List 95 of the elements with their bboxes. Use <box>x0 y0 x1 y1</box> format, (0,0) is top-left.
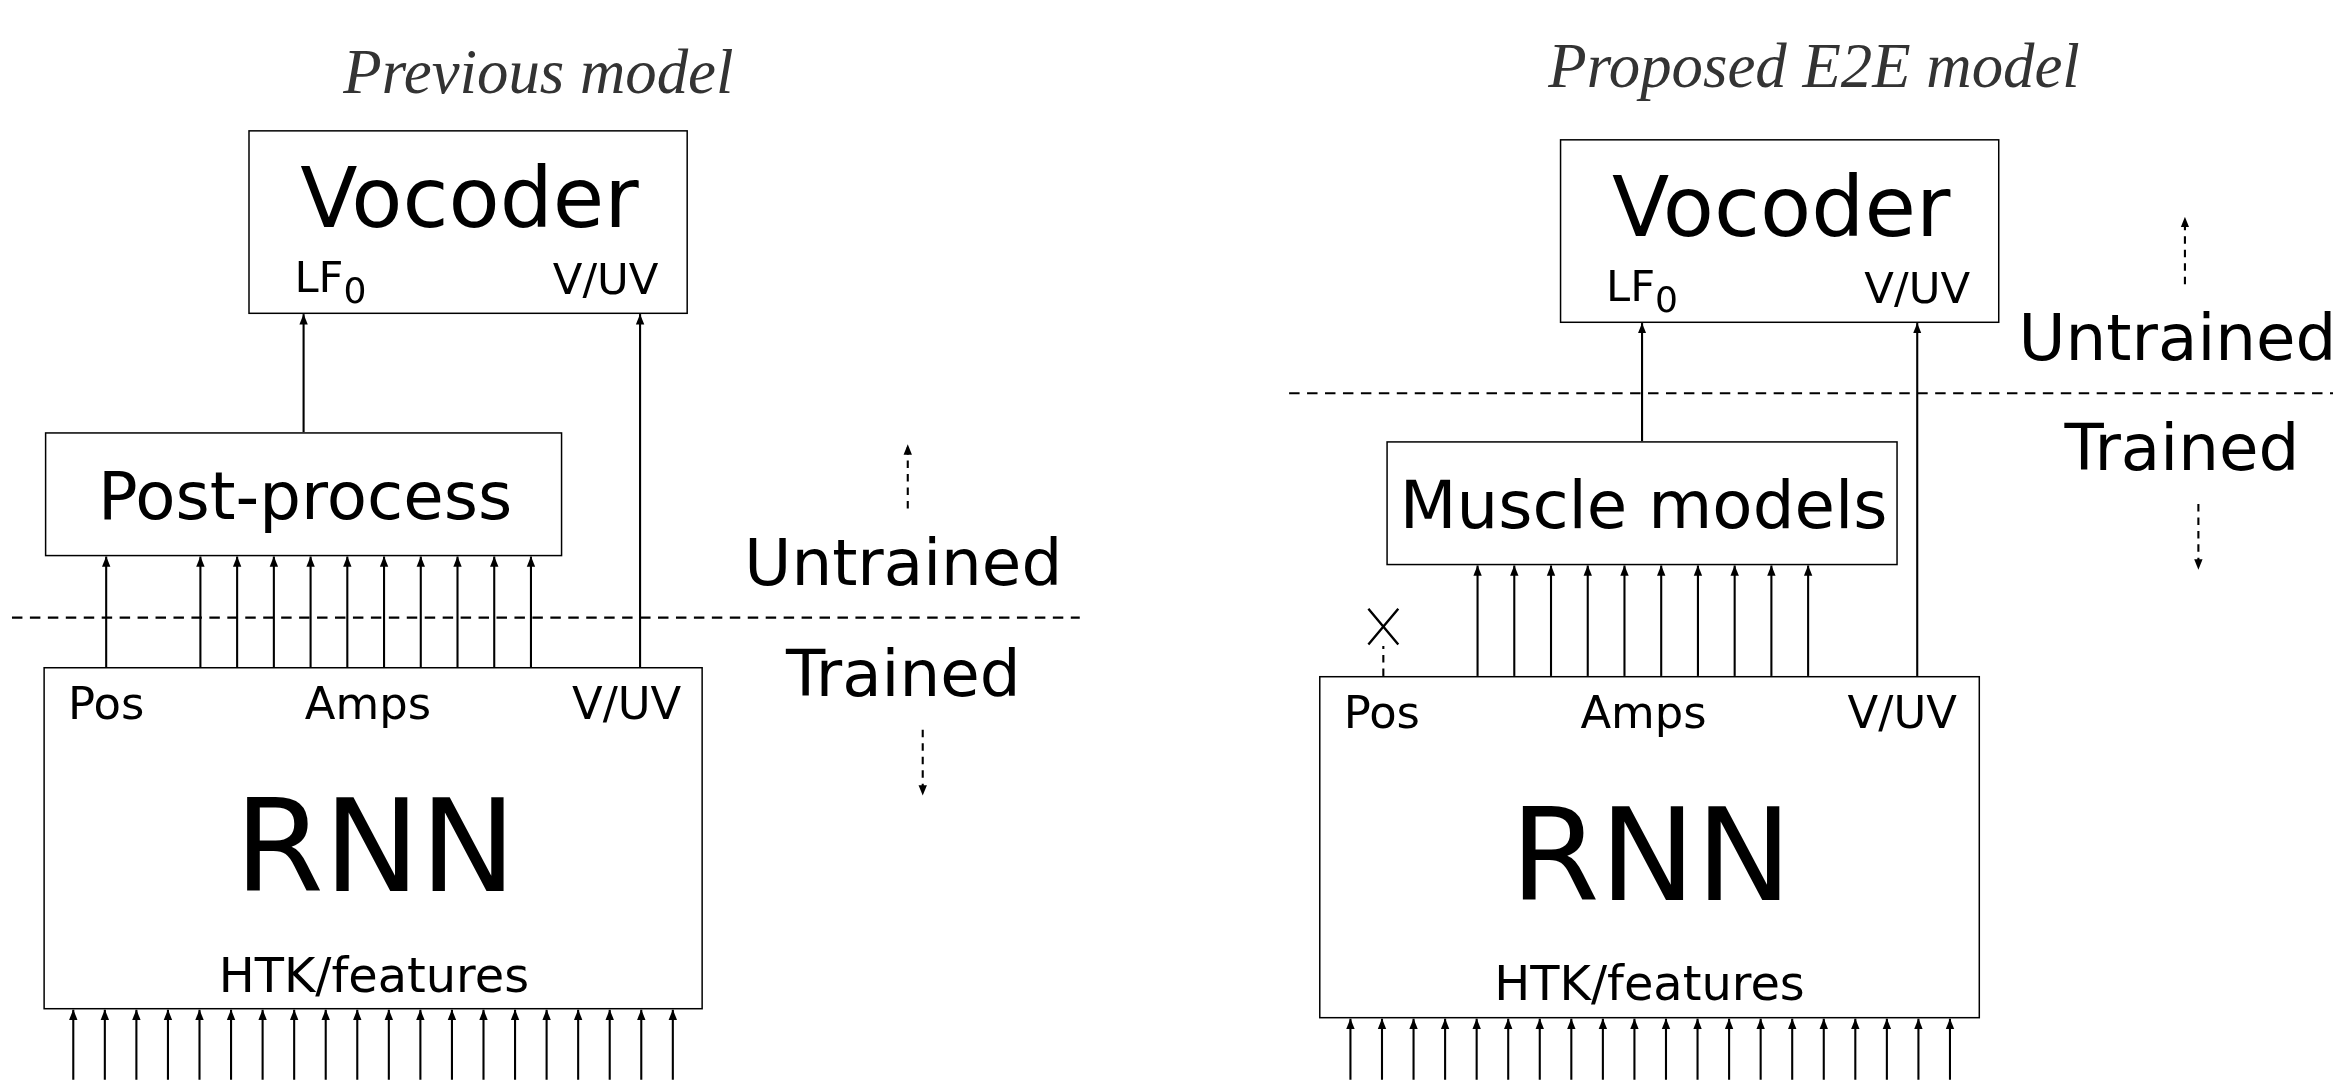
arrow <box>379 556 389 667</box>
arrow <box>1473 565 1482 676</box>
arrow <box>1377 1018 1387 1080</box>
arrow <box>526 556 536 667</box>
arrow <box>605 1009 614 1080</box>
process-box <box>248 130 688 315</box>
arrow <box>510 1009 520 1080</box>
block-title: RNN <box>1510 791 1792 920</box>
arrow <box>1693 565 1703 676</box>
arrow <box>573 1009 583 1080</box>
port-label: V/UV <box>1847 690 1957 736</box>
block-caption: HTK/features <box>1494 960 1805 1008</box>
region-label: Trained <box>2064 416 2300 481</box>
arrow <box>1914 1018 1923 1080</box>
port-label: Amps <box>304 681 431 727</box>
block-caption: HTK/features <box>218 951 530 999</box>
arrow <box>163 1009 173 1080</box>
arrow <box>1756 1018 1765 1080</box>
arrow <box>1730 565 1739 676</box>
arrow <box>290 1009 299 1080</box>
arrow <box>1803 565 1813 676</box>
process-box <box>44 432 563 557</box>
arrow <box>542 1009 551 1080</box>
port-label: V/UV <box>1864 266 1971 311</box>
arrow <box>635 314 645 667</box>
arrow <box>1409 1018 1418 1080</box>
block-title: Muscle models <box>1399 472 1888 539</box>
arrow <box>1546 565 1556 676</box>
arrow <box>1630 1018 1639 1080</box>
arrow <box>1788 1018 1797 1080</box>
process-box <box>1559 139 2000 324</box>
arrow <box>668 1009 677 1080</box>
arrow <box>1598 1018 1608 1080</box>
process-box <box>43 667 703 1010</box>
arrow <box>1472 1018 1481 1080</box>
arrow <box>479 1009 488 1080</box>
arrow <box>306 556 315 667</box>
arrow <box>269 556 279 667</box>
arrow <box>1440 1018 1450 1080</box>
arrow <box>1851 1018 1860 1080</box>
arrow <box>1637 323 1647 442</box>
arrow <box>1661 1018 1671 1080</box>
arrow <box>69 1009 78 1080</box>
arrow <box>343 556 352 667</box>
arrow <box>1657 565 1666 676</box>
arrow <box>384 1009 393 1080</box>
arrow <box>453 556 462 667</box>
process-box <box>1386 441 1898 566</box>
block-title: Vocoder <box>300 157 639 241</box>
arrow <box>226 1009 236 1080</box>
region-label: Untrained <box>2018 305 2337 371</box>
cross-mark <box>1366 607 1400 647</box>
arrow <box>1724 1018 1734 1080</box>
arrow <box>232 556 242 667</box>
arrow <box>416 1009 425 1080</box>
port-label: Pos <box>68 681 145 727</box>
block-title: RNN <box>234 782 517 911</box>
arrow <box>1567 1018 1576 1080</box>
process-box <box>1319 675 1981 1019</box>
arrow <box>447 1009 457 1080</box>
arrow <box>195 1009 204 1080</box>
dashed-line <box>1382 646 1385 676</box>
arrow <box>1945 1018 1955 1080</box>
arrow <box>1510 565 1519 676</box>
port-label: Pos <box>1343 690 1420 736</box>
arrow <box>132 1009 141 1080</box>
arrow <box>321 1009 330 1080</box>
arrow <box>1913 323 1922 676</box>
arrow <box>299 314 308 433</box>
arrow <box>1819 1018 1828 1080</box>
arrow <box>100 1009 109 1080</box>
block-title: Vocoder <box>1611 166 1951 250</box>
region-label: Untrained <box>744 531 1063 596</box>
port-label: LF$_{0}$ <box>1606 265 1679 318</box>
arrow <box>637 1009 646 1080</box>
arrow <box>1767 565 1776 676</box>
arrow <box>490 556 499 667</box>
port-label: V/UV <box>571 681 682 727</box>
arrow <box>1882 1018 1892 1080</box>
arrow <box>1693 1018 1702 1080</box>
arrow <box>1504 1018 1513 1080</box>
arrow <box>1583 565 1592 676</box>
port-label: V/UV <box>552 257 659 302</box>
arrow <box>258 1009 267 1080</box>
port-label: Amps <box>1580 690 1707 736</box>
arrow <box>1620 565 1629 676</box>
arrow <box>416 556 425 667</box>
arrow <box>102 556 111 667</box>
arrow <box>1535 1018 1544 1080</box>
arrow <box>353 1009 362 1080</box>
arrow <box>196 556 205 667</box>
panel-title: Previous model <box>343 40 734 104</box>
region-label: Trained <box>785 642 1021 707</box>
arrow <box>1346 1018 1355 1080</box>
port-label: LF$_{0}$ <box>294 256 367 309</box>
